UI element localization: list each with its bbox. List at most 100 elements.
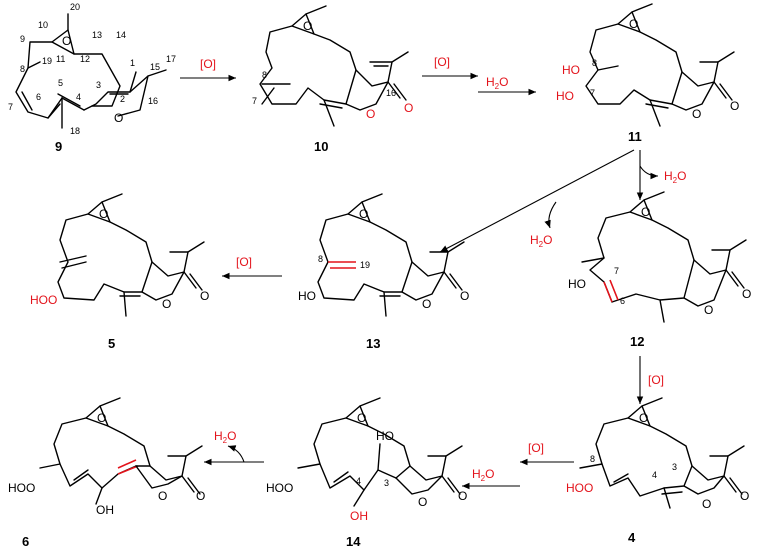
compound-label-11: 11 (628, 129, 642, 144)
reagent-water: H2O (472, 467, 494, 483)
o-atom: O (458, 489, 467, 503)
atom-number: 7 (8, 102, 13, 112)
hydroxyl-group: HO (376, 429, 394, 443)
o-atom: O (740, 489, 749, 503)
atom-number: 5 (58, 78, 63, 88)
atom-number: 1 (130, 58, 135, 68)
atom-number: 11 (56, 54, 65, 64)
atom-number: 6 (620, 296, 625, 306)
o-atom: O (639, 411, 648, 425)
compound-label-9: 9 (55, 139, 62, 154)
atom-number: 4 (76, 92, 81, 102)
atom-number: 12 (80, 54, 90, 64)
arrows-from-11: H2O H2O (439, 149, 686, 253)
o-atom: O (97, 411, 106, 425)
o-atom: O (730, 99, 739, 113)
hydroperoxy-group: HOO (566, 481, 593, 495)
atom-number: 8 (20, 64, 25, 74)
atom-number: 4 (356, 476, 361, 486)
atom-number: 14 (116, 30, 126, 40)
atom-number: 2 (120, 94, 125, 104)
atom-number: 17 (166, 54, 176, 64)
atom-number: 16 (386, 88, 396, 98)
atom-number: 15 (150, 62, 160, 72)
atom-number: 7 (614, 266, 619, 276)
o-atom: O (158, 489, 167, 503)
atom-number: 3 (96, 80, 101, 90)
reagent-oxidation: [O] (236, 255, 252, 269)
compound-14: HOO HO OH O O O 4 3 14 (266, 397, 467, 549)
reagent-oxidation: [O] (528, 441, 544, 455)
atom-number: 3 (672, 462, 677, 472)
o-atom: O (99, 207, 108, 221)
reagent-water: H2O (664, 169, 686, 185)
hydroperoxy-group: HOO (8, 481, 35, 495)
atom-number: 7 (590, 88, 595, 98)
atom-number: 4 (652, 470, 657, 480)
o-atom: O (62, 34, 71, 48)
arrows-4-to-14: [O] H2O (462, 441, 574, 490)
o-atom: O (303, 19, 312, 33)
atom-number: 16 (148, 96, 158, 106)
reagent-water: H2O (486, 75, 508, 91)
atom-number: 9 (20, 34, 25, 44)
atom-number: 19 (42, 56, 52, 66)
atom-number: 13 (92, 30, 102, 40)
o-atom: O (422, 297, 431, 311)
o-atom-red: O (366, 107, 375, 121)
hydroxyl-group: HO (556, 89, 574, 103)
arrow-9-to-10: [O] (180, 57, 236, 82)
compound-10: O O O 8 7 16 10 (252, 5, 413, 154)
atom-number: 20 (70, 2, 80, 12)
compound-label-6: 6 (22, 534, 29, 549)
compound-label-10: 10 (314, 139, 328, 154)
reagent-oxidation: [O] (434, 55, 450, 69)
atom-number: 3 (384, 478, 389, 488)
o-atom: O (692, 107, 701, 121)
compound-6: HOO OH O O O 6 (8, 397, 205, 549)
arrow-13-to-5: [O] (222, 255, 282, 280)
o-atom: O (196, 489, 205, 503)
reagent-oxidation: [O] (200, 57, 216, 71)
o-atom: O (704, 303, 713, 317)
o-atom: O (460, 289, 469, 303)
o-atom: O (629, 17, 638, 31)
compound-5: HOO O O O 5 (30, 193, 209, 351)
o-atom: O (162, 297, 171, 311)
arrow-12-to-4: [O] (636, 356, 664, 404)
compound-4: HOO O O O 8 4 3 4 (566, 397, 749, 545)
atom-number: 8 (318, 254, 323, 264)
hydroxyl-group: OH (96, 503, 114, 517)
compound-13: HO O O O 8 19 13 (298, 193, 469, 351)
hydroxyl-group: HO (568, 277, 586, 291)
hydroperoxy-group: HOO (266, 481, 293, 495)
atom-number: 6 (36, 92, 41, 102)
o-atom: O (418, 495, 427, 509)
atom-number: 18 (70, 126, 80, 136)
reagent-water: H2O (214, 429, 236, 445)
arrows-14-to-6: H2O (204, 429, 264, 466)
atom-number: 19 (360, 260, 370, 270)
hydroxyl-group: HO (298, 289, 316, 303)
o-atom: O (742, 287, 751, 301)
atom-number: 8 (592, 58, 597, 68)
o-atom: O (357, 411, 366, 425)
compound-9: O O 10 20 9 11 12 13 14 19 8 7 6 5 4 3 2… (8, 2, 176, 154)
hydroxyl-group: HO (562, 63, 580, 77)
o-atom: O (702, 497, 711, 511)
compound-label-4: 4 (628, 530, 636, 545)
compound-label-12: 12 (630, 334, 644, 349)
compound-label-13: 13 (366, 336, 380, 351)
hydroperoxy-group: HOO (30, 293, 57, 307)
o-atom: O (641, 205, 650, 219)
atom-number: 10 (38, 20, 48, 30)
atom-number: 7 (252, 96, 257, 106)
reagent-water: H2O (530, 233, 552, 249)
o-atom: O (114, 111, 123, 125)
hydroxyl-group: OH (350, 509, 368, 523)
arrows-10-to-11: [O] H2O (422, 55, 536, 96)
compound-label-5: 5 (108, 336, 115, 351)
atom-number: 8 (262, 70, 267, 80)
